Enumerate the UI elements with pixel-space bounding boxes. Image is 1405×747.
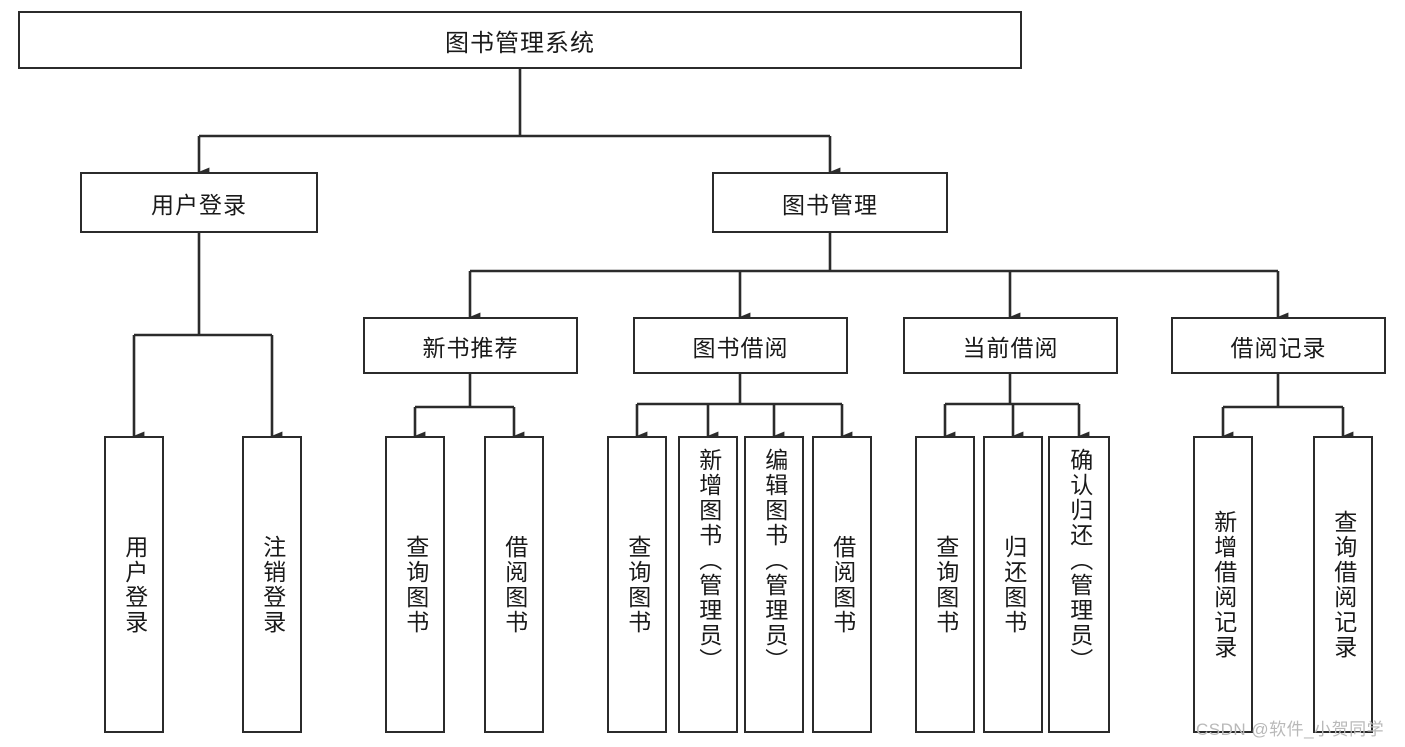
node-user-login-label: 用户登录 <box>151 191 247 218</box>
node-root[interactable]: 图书管理系统 <box>18 11 1022 69</box>
node-book-borrow-label: 图书借阅 <box>692 334 789 361</box>
node-borrow-record-label: 借阅记录 <box>1230 334 1327 361</box>
node-leaf-user-login[interactable]: 用户登录 <box>104 436 164 733</box>
node-leaf-return-book-label: 归还图书 <box>1000 534 1027 635</box>
node-leaf-borrow-book-2[interactable]: 借阅图书 <box>812 436 872 733</box>
csdn-watermark: CSDN @软件_小贺同学 <box>1196 720 1385 739</box>
node-new-book-recommend[interactable]: 新书推荐 <box>363 317 578 374</box>
node-leaf-user-login-label: 用户登录 <box>121 534 148 635</box>
node-leaf-query-book-1[interactable]: 查询图书 <box>385 436 445 733</box>
node-leaf-return-book[interactable]: 归还图书 <box>983 436 1043 733</box>
node-root-label: 图书管理系统 <box>445 29 595 57</box>
node-leaf-query-record[interactable]: 查询借阅记录 <box>1313 436 1373 733</box>
node-leaf-query-book-3-label: 查询图书 <box>932 534 959 635</box>
node-leaf-borrow-book-2-label: 借阅图书 <box>829 534 856 635</box>
node-user-login[interactable]: 用户登录 <box>80 172 318 233</box>
node-book-borrow[interactable]: 图书借阅 <box>633 317 848 374</box>
node-leaf-confirm-return-label: 确认归还（管理员） <box>1066 448 1093 673</box>
node-new-book-recommend-label: 新书推荐 <box>422 334 519 361</box>
node-current-borrow[interactable]: 当前借阅 <box>903 317 1118 374</box>
node-leaf-add-record-label: 新增借阅记录 <box>1210 509 1237 660</box>
node-leaf-add-record[interactable]: 新增借阅记录 <box>1193 436 1253 733</box>
node-leaf-logout[interactable]: 注销登录 <box>242 436 302 733</box>
node-leaf-query-book-2[interactable]: 查询图书 <box>607 436 667 733</box>
node-leaf-add-book-label: 新增图书（管理员） <box>695 448 722 673</box>
node-leaf-query-record-label: 查询借阅记录 <box>1330 509 1357 660</box>
node-leaf-edit-book[interactable]: 编辑图书（管理员） <box>744 436 804 733</box>
node-leaf-logout-label: 注销登录 <box>259 534 286 635</box>
node-leaf-edit-book-label: 编辑图书（管理员） <box>761 448 788 673</box>
node-book-manage[interactable]: 图书管理 <box>712 172 948 233</box>
node-leaf-borrow-book-1[interactable]: 借阅图书 <box>484 436 544 733</box>
node-leaf-confirm-return[interactable]: 确认归还（管理员） <box>1048 436 1110 733</box>
node-leaf-query-book-1-label: 查询图书 <box>402 534 429 635</box>
node-leaf-add-book[interactable]: 新增图书（管理员） <box>678 436 738 733</box>
node-book-manage-label: 图书管理 <box>782 191 878 218</box>
node-borrow-record[interactable]: 借阅记录 <box>1171 317 1386 374</box>
node-current-borrow-label: 当前借阅 <box>962 334 1059 361</box>
node-leaf-query-book-2-label: 查询图书 <box>624 534 651 635</box>
node-leaf-query-book-3[interactable]: 查询图书 <box>915 436 975 733</box>
node-leaf-borrow-book-1-label: 借阅图书 <box>501 534 528 635</box>
